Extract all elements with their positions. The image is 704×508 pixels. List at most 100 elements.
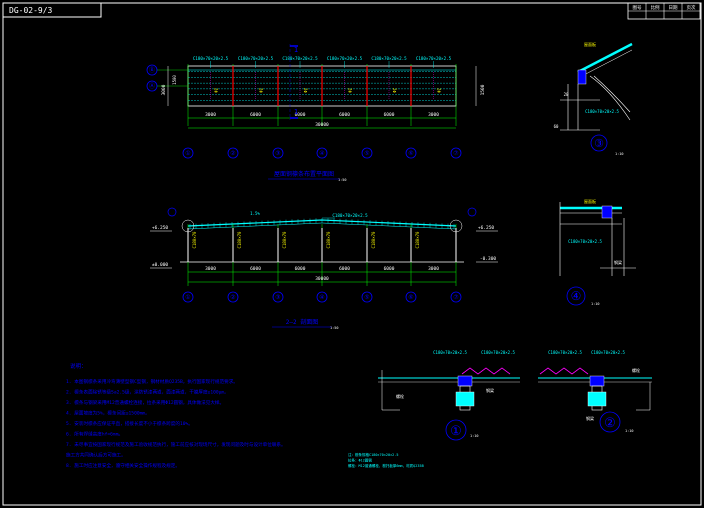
dim-text: 6000 (250, 266, 261, 272)
detail-callout-ring (449, 219, 463, 233)
axis-label: ③ (275, 150, 280, 157)
title-block-cell: 比例 (651, 4, 660, 11)
right-dim: 1500 (480, 84, 486, 95)
purlin-tag: C180×70×20×2.5 (416, 56, 452, 61)
footer-note: 螺栓：M12普通螺栓，檩托板厚6mm，材质Q235B (348, 463, 424, 468)
section-scale: 1:50 (330, 326, 338, 330)
drawing-code: DG-02-9/3 (9, 6, 53, 15)
axis-bubble (316, 291, 328, 303)
footer-note: 注：檩条规格C180×70×20×2.5 (348, 452, 399, 457)
left-dim: 3000 (161, 84, 167, 95)
axis-label: ⑤ (364, 294, 369, 301)
column-cap (587, 391, 607, 407)
detail-label: C180×70×20×2.5 (481, 350, 515, 355)
column-tag: C180×70 (237, 231, 242, 248)
purlin-section (457, 375, 473, 387)
axis-bubble (227, 147, 239, 159)
elevation-right: -0.300 (480, 256, 497, 262)
axis-label: ⑤ (364, 150, 369, 157)
detail-label: 钢梁 (614, 259, 622, 265)
detail-mark-circle (590, 134, 608, 152)
axis-label: ② (230, 294, 235, 301)
section-mark-label: 1 (294, 46, 298, 54)
axis-bubble (272, 291, 284, 303)
detail-callout-ring (181, 219, 195, 233)
roof-panel (577, 42, 633, 74)
tie-rod-tag: 2Φ (437, 88, 442, 93)
row-label: Ⓐ (149, 82, 155, 90)
note-line: 5. 安装时檩条应保证平直，搭接长度不小于檩条跨度的10%。 (66, 420, 193, 427)
title-block-cell: 日期 (669, 5, 678, 11)
elevation-left: ±0.000 (152, 262, 169, 268)
detail-label: 60 (554, 124, 559, 129)
footer-note: 拉条：Φ12圆钢 (348, 458, 372, 463)
detail-mark: ② (604, 416, 616, 431)
detail-label: C180×70×20×2.5 (585, 109, 619, 114)
axis-label: ② (230, 150, 235, 157)
detail-label: 钢梁 (486, 387, 494, 393)
note-line: 4. 屋面坡度为5%，檩条间距≤1500mm。 (66, 410, 150, 417)
dim-text: 3000 (205, 112, 216, 118)
purlin-section (589, 375, 605, 387)
axis-bubble (450, 291, 462, 303)
title-block: 图号比例日期页次 (627, 2, 701, 20)
detail-label: 屋面板 (584, 41, 596, 47)
detail-mark-circle (445, 419, 467, 441)
tie-rod-tag: 2Φ (214, 88, 219, 93)
purlin-tag: C180×70×20×2.5 (371, 56, 407, 61)
note-line: 8. 施工时应注意安全，遵守相关安全操作规程及规定。 (66, 462, 180, 469)
detail-label: 20 (564, 92, 569, 97)
note-line: 1. 本图钢檩条采用冷弯薄壁型钢C型钢，钢材材质Q235B，执行国家现行规范要求… (66, 378, 238, 385)
detail-mark-circle (566, 286, 586, 306)
tie-rod-tag: 2Φ (348, 88, 353, 93)
roof-corrugation (539, 367, 589, 375)
detail-label: 螺栓 (632, 367, 640, 373)
drawing-code-box (2, 2, 102, 18)
axis-label: ⑦ (453, 294, 458, 301)
tie-rod-tag: 2Φ (392, 88, 397, 93)
purlin-tag: C180×70×20×2.5 (193, 56, 229, 61)
purlin-section (577, 69, 587, 85)
row-label: Ⓑ (149, 66, 155, 74)
axis-bubble (316, 147, 328, 159)
arc-line (589, 75, 631, 121)
column-tag: C180×70 (282, 231, 287, 248)
note-line: 3. 檩条与钢梁采用M12普通螺栓连接，拉条采用Φ12圆钢，具体做法见大样。 (66, 399, 224, 406)
detail-scale: 1:10 (615, 152, 623, 156)
title-block-cell: 图号 (633, 5, 642, 11)
purlin-section (601, 205, 613, 219)
detail-callout (467, 207, 477, 217)
column-tag: C180×70 (326, 231, 331, 248)
axis-bubble (182, 147, 194, 159)
axis-bubble (405, 291, 417, 303)
dim-text: 6000 (250, 112, 261, 118)
note-line: 6. 所有焊缝高度hf=6mm。 (66, 431, 123, 438)
axis-label: ⑥ (408, 150, 413, 157)
elevation-right: +6.250 (478, 225, 495, 231)
detail-label: 螺栓 (396, 393, 404, 399)
dim-text: 6000 (384, 112, 395, 118)
dim-text: 6000 (384, 266, 395, 272)
purlin-tag: C180×70×20×2.5 (282, 56, 318, 61)
arc-line (593, 75, 631, 113)
detail-label: C180×70×20×2.5 (591, 350, 625, 355)
axis-bubble (182, 291, 194, 303)
axis-label: ③ (275, 294, 280, 301)
axis-label: ④ (319, 294, 324, 301)
detail-mark: ④ (571, 289, 582, 303)
detail-scale: 1:10 (470, 434, 478, 438)
dim-text: 6000 (339, 266, 350, 272)
axis-bubble (272, 147, 284, 159)
detail-scale: 1:10 (625, 429, 633, 433)
dim-text: 3000 (428, 112, 439, 118)
dim-total: 30000 (315, 276, 329, 282)
note-line: 2. 檩条表面除锈等级Sa2.5级，涂防锈漆两道，面漆两道，干膜厚度≥100μm… (66, 389, 229, 396)
axis-label: ① (185, 294, 190, 301)
axis-label: ⑦ (453, 150, 458, 157)
detail-mark: ③ (594, 137, 604, 150)
column-tag: C180×70 (415, 231, 420, 248)
tie-rod-tag: 2Φ (259, 88, 264, 93)
